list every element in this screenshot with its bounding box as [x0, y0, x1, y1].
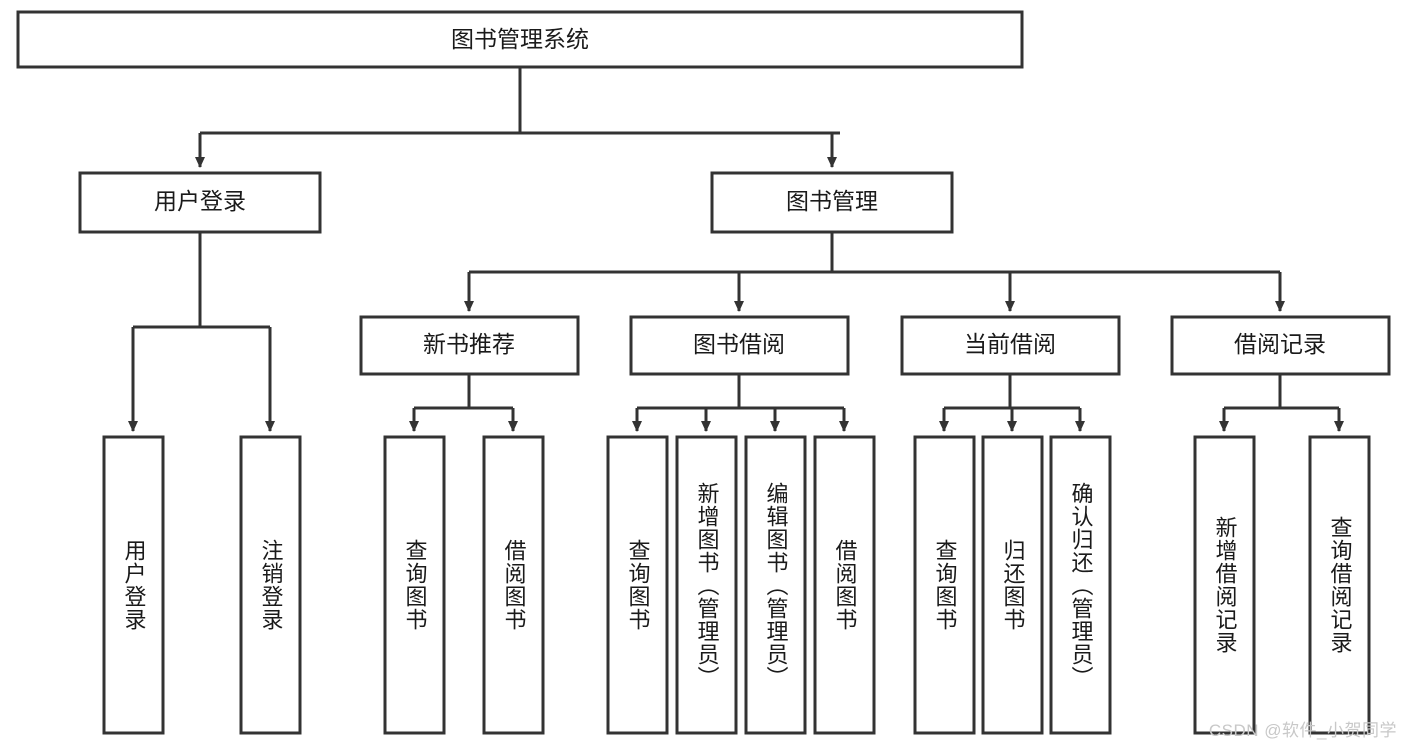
- connectors-new-book-rec-to-leaves: [409, 374, 518, 432]
- node-book-borrow-label: 图书借阅: [693, 331, 785, 357]
- node-current-borrow[interactable]: 当前借阅: [900, 315, 1121, 376]
- leaf-add-record-box[interactable]: [1193, 435, 1256, 735]
- leaf-confirm-return-box[interactable]: [1049, 435, 1112, 735]
- node-book-manage-label: 图书管理: [786, 188, 878, 214]
- leaf-user-login-box[interactable]: [102, 435, 165, 735]
- node-user-login-box[interactable]: [78, 171, 322, 234]
- leaf-logout-box[interactable]: [239, 435, 302, 735]
- leaf-add-book-box[interactable]: [675, 435, 738, 735]
- node-new-book-rec-box[interactable]: [359, 315, 580, 376]
- node-new-book-rec[interactable]: 新书推荐: [359, 315, 580, 376]
- node-new-book-rec-label: 新书推荐: [423, 331, 515, 357]
- leaf-query-record-box[interactable]: [1308, 435, 1371, 735]
- node-user-login-label: 用户登录: [154, 188, 246, 214]
- connectors-borrow-record-to-leaves: [1219, 374, 1344, 432]
- node-current-borrow-label: 当前借阅: [964, 331, 1056, 357]
- node-root-label: 图书管理系统: [451, 26, 589, 52]
- leaf-edit-book-box[interactable]: [744, 435, 807, 735]
- node-borrow-record[interactable]: 借阅记录: [1170, 315, 1391, 376]
- connectors-book-borrow-to-leaves: [632, 374, 849, 432]
- leaf-borrow-book-2-box[interactable]: [813, 435, 876, 735]
- node-book-manage-box[interactable]: [710, 171, 954, 234]
- node-borrow-record-label: 借阅记录: [1234, 331, 1326, 357]
- node-user-login[interactable]: 用户登录: [78, 171, 322, 234]
- leaf-borrow-book-1-box[interactable]: [482, 435, 545, 735]
- leaf-boxes: [102, 435, 1371, 735]
- leaf-return-book-box[interactable]: [981, 435, 1044, 735]
- connectors-user-login-to-leaves: [128, 232, 275, 432]
- leaf-query-book-1-box[interactable]: [383, 435, 446, 735]
- connectors-root-to-level2: [195, 67, 840, 168]
- csdn-watermark: CSDN @软件_小贺同学: [1208, 721, 1397, 740]
- leaf-query-book-2-box[interactable]: [606, 435, 669, 735]
- connectors-book-manage-to-level3: [464, 232, 1285, 312]
- connectors-current-borrow-to-leaves: [939, 374, 1085, 432]
- node-current-borrow-box[interactable]: [900, 315, 1121, 376]
- node-book-borrow-box[interactable]: [629, 315, 850, 376]
- node-borrow-record-box[interactable]: [1170, 315, 1391, 376]
- leaf-query-book-3-box[interactable]: [913, 435, 976, 735]
- node-root-box[interactable]: [16, 10, 1024, 69]
- node-book-manage[interactable]: 图书管理: [710, 171, 954, 234]
- node-root[interactable]: 图书管理系统: [16, 10, 1024, 69]
- node-book-borrow[interactable]: 图书借阅: [629, 315, 850, 376]
